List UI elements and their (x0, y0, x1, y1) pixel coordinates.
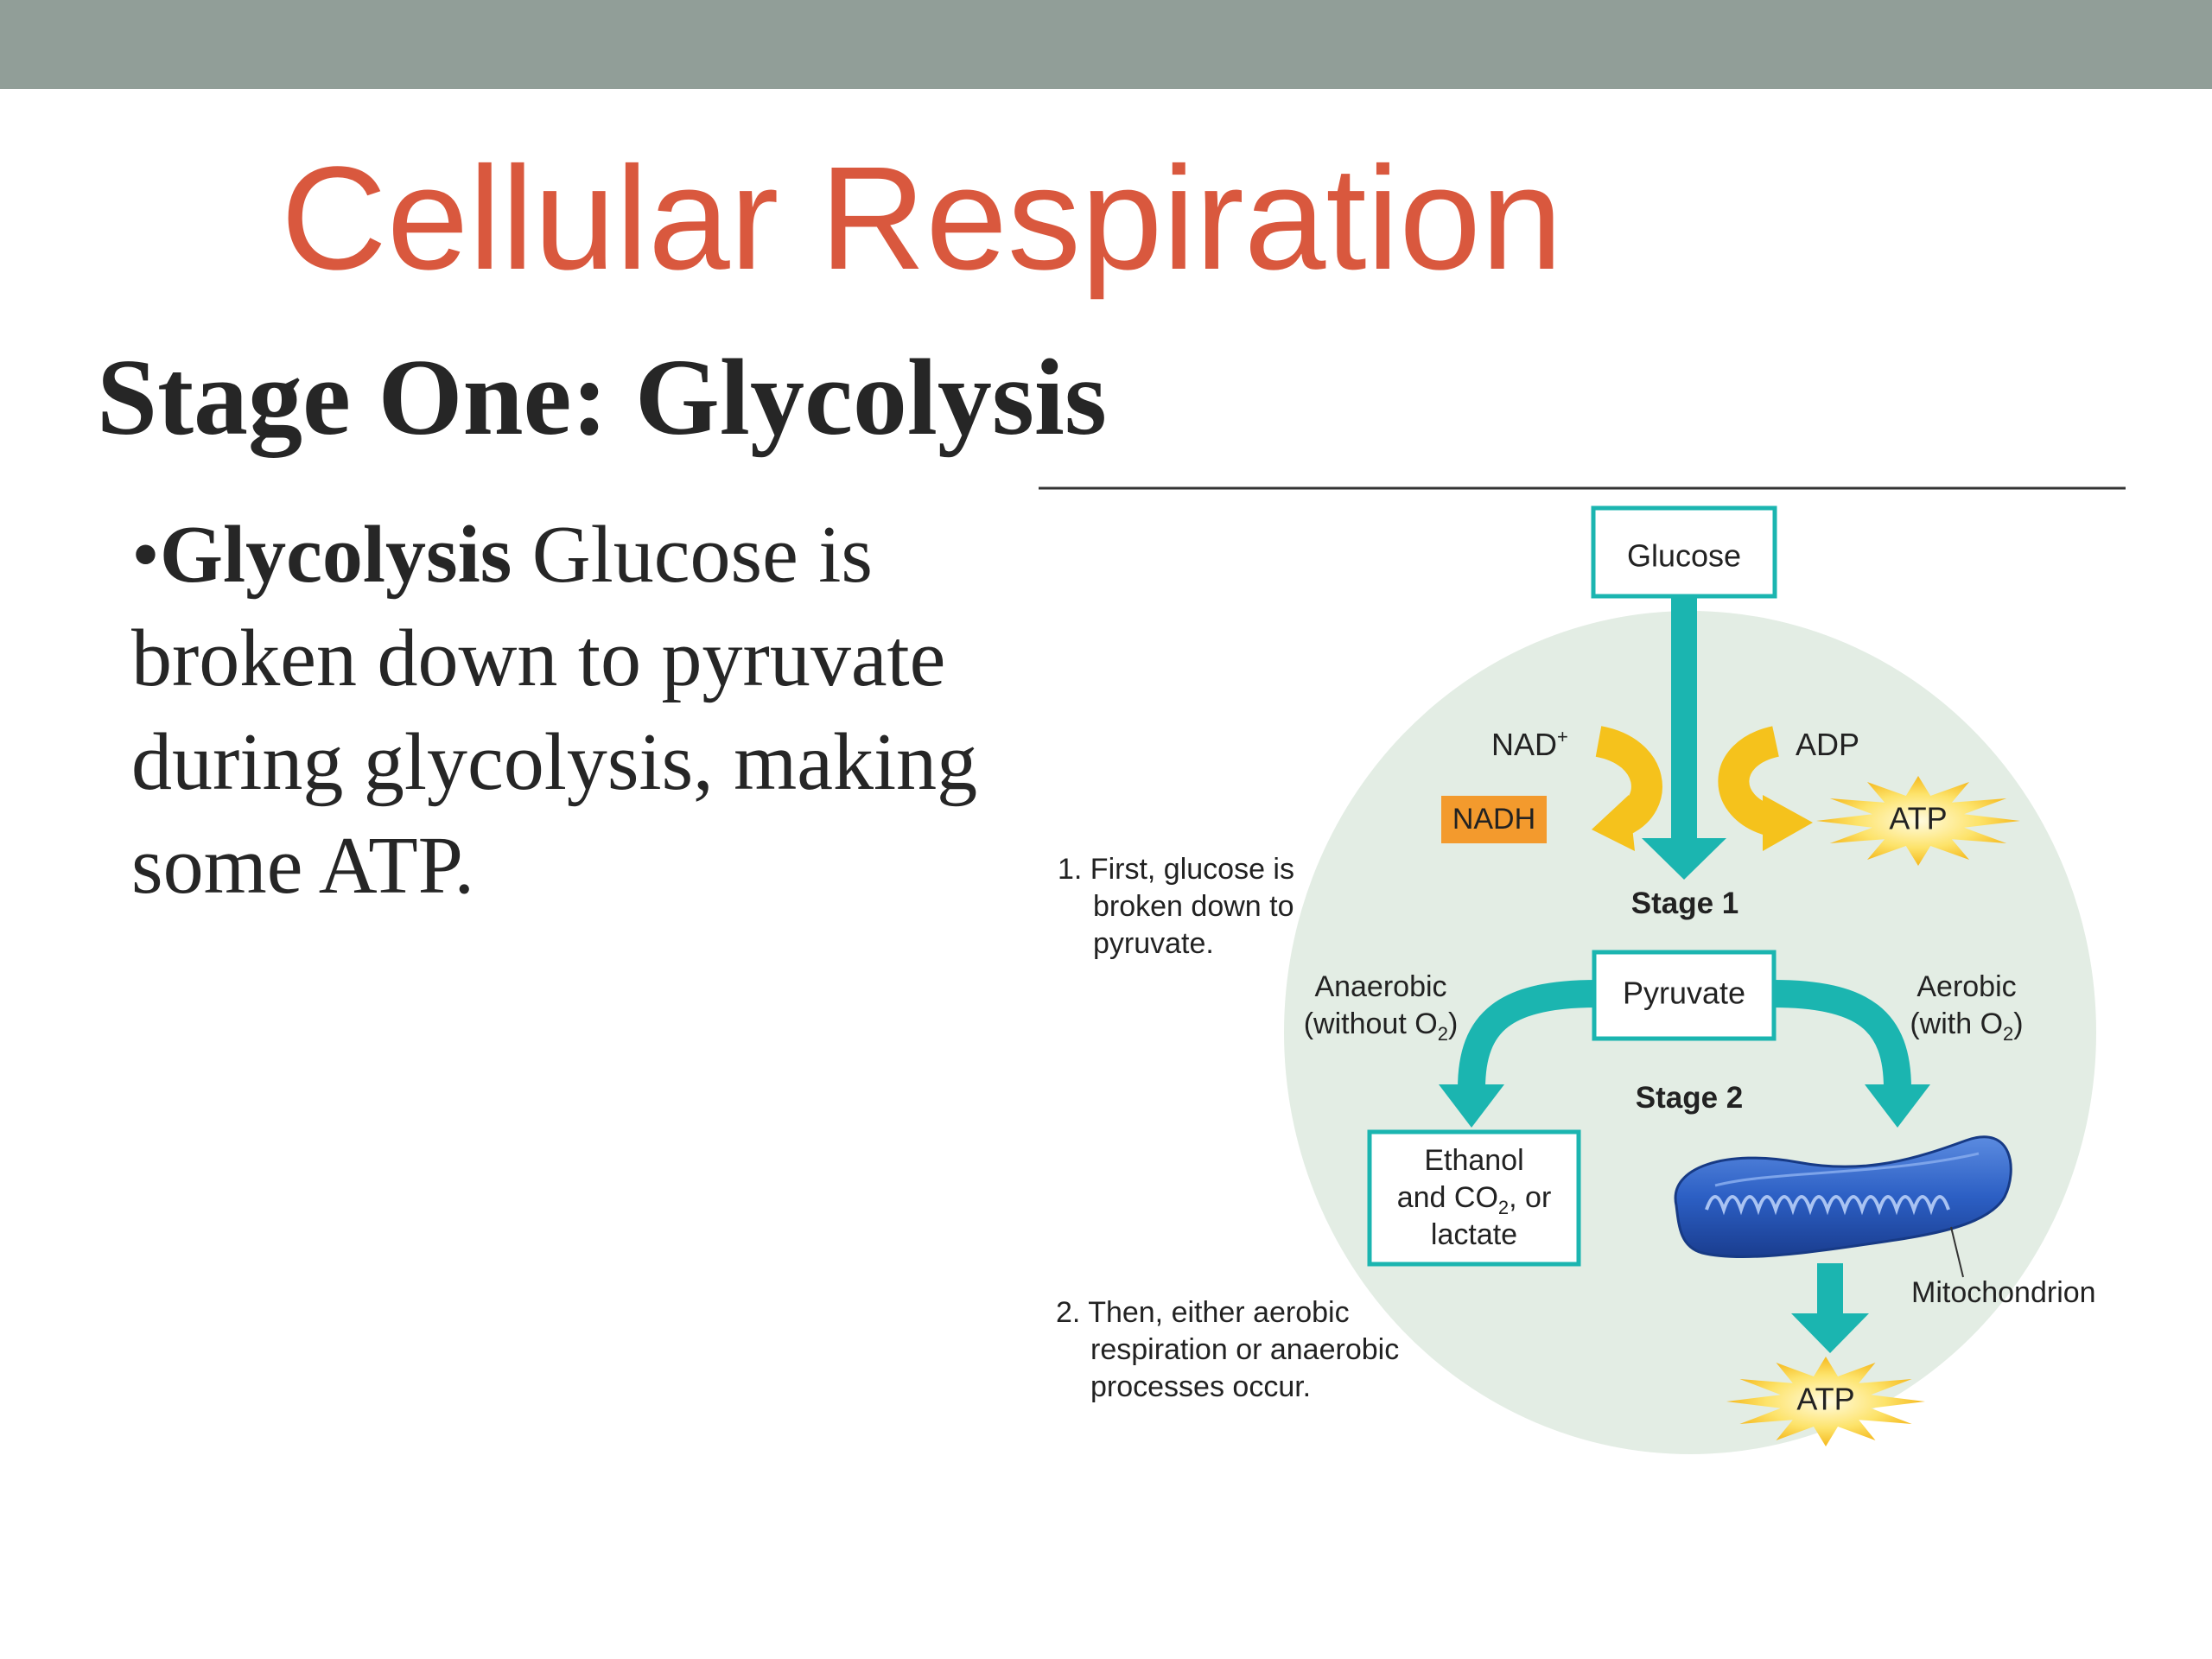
top-bar (0, 0, 2212, 89)
stage2-label: Stage 2 (1636, 1081, 1744, 1115)
nadh-label: NADH (1452, 803, 1535, 836)
adp-label: ADP (1796, 727, 1859, 762)
products-box (1367, 1129, 1581, 1267)
bullet-marker: • (131, 510, 160, 600)
bullet-keyword: Glycolysis (159, 510, 512, 600)
atp-star-bottom: ATP (1726, 1357, 1925, 1446)
step1-line-2: broken down to (1093, 890, 1294, 923)
mitochondrion-image (1674, 1135, 2012, 1258)
atp-star-top: ATP (1816, 776, 2020, 866)
atp-top-label: ATP (1889, 801, 1947, 836)
atp-bottom-label: ATP (1796, 1382, 1854, 1417)
stage1-label: Stage 1 (1631, 887, 1739, 920)
step2-caption: 2. Then, either aerobic respiration or a… (1056, 1296, 1399, 1403)
products-line-1: Ethanol (1424, 1144, 1523, 1177)
pyruvate-box (1592, 950, 1777, 1041)
step1-caption: 1. First, glucose is broken down to pyru… (1058, 853, 1294, 960)
anaerobic-line-2: (without O2) (1304, 1007, 1459, 1045)
nad-plus-label: NAD+ (1491, 726, 1568, 762)
glucose-box (1591, 505, 1777, 599)
glucose-label: Glucose (1627, 538, 1741, 574)
products-line-2: and CO2, or (1397, 1181, 1552, 1218)
mito-to-atp-arrow (1791, 1263, 1869, 1353)
adp-curved-arrow (1718, 726, 1813, 851)
step1-line-3: pyruvate. (1093, 927, 1214, 960)
mitochondrion-pointer (1950, 1226, 1964, 1278)
step2-line-3: processes occur. (1090, 1370, 1311, 1403)
pyruvate-label: Pyruvate (1623, 976, 1745, 1011)
step2-line-1: 2. Then, either aerobic (1056, 1296, 1350, 1329)
aerobic-arrow (1772, 980, 1930, 1128)
products-line-3: lactate (1431, 1218, 1517, 1251)
nadh-box (1441, 796, 1547, 843)
anaerobic-caption: Anaerobic (without O2) (1304, 970, 1459, 1045)
slide-subtitle: Stage One: Glycolysis (97, 338, 1107, 458)
bullet-point: •Glycolysis Glucose is broken down to py… (131, 503, 1039, 918)
anaerobic-line-1: Anaerobic (1314, 970, 1446, 1003)
step2-line-2: respiration or anaerobic (1090, 1333, 1399, 1366)
mitochondrion-label: Mitochondrion (1911, 1276, 2096, 1309)
aerobic-caption: Aerobic (with O2) (1910, 970, 2023, 1045)
products-text: Ethanol and CO2, or lactate (1397, 1144, 1552, 1251)
glucose-to-pyruvate-arrow (1642, 596, 1726, 880)
aerobic-line-2: (with O2) (1910, 1007, 2023, 1045)
nad-curved-arrow (1592, 726, 1662, 851)
slide-title: Cellular Respiration (281, 137, 1563, 301)
anaerobic-arrow (1439, 980, 1598, 1128)
bullet-text: Glucose is broken down to pyruvate durin… (131, 510, 978, 911)
aerobic-line-1: Aerobic (1916, 970, 2016, 1003)
step1-line-1: 1. First, glucose is (1058, 853, 1294, 886)
